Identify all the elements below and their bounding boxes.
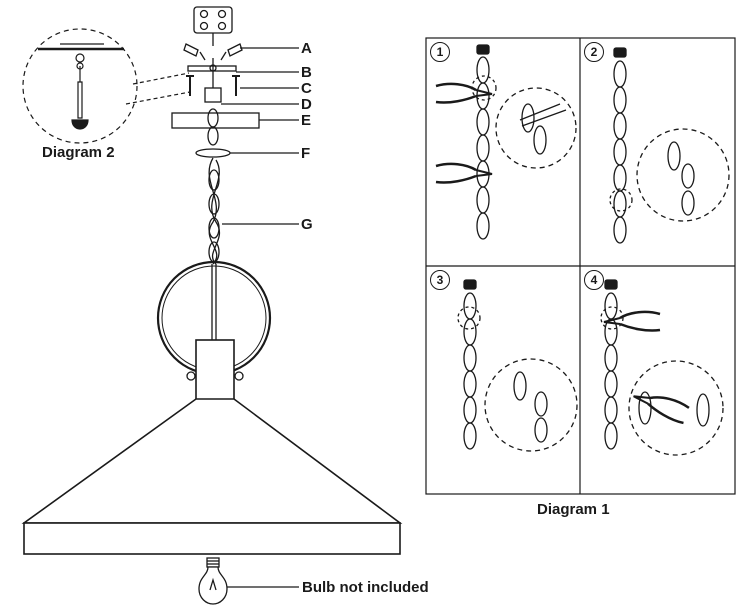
label-c: C	[301, 80, 312, 97]
canopy-ring	[195, 148, 231, 158]
socket-housing	[186, 339, 244, 401]
leader-lines	[125, 47, 299, 588]
lightbulb-icon	[198, 557, 228, 605]
label-b: B	[301, 64, 312, 81]
label-e: E	[301, 112, 312, 129]
label-g: G	[301, 216, 313, 233]
diagram-1-drawings	[434, 44, 730, 456]
upper-chain	[207, 108, 219, 146]
wire-nuts	[183, 43, 243, 61]
step-2-badge: 2	[584, 42, 604, 62]
label-a: A	[301, 40, 312, 57]
label-f: F	[301, 145, 311, 162]
caption-diagram-2: Diagram 2	[42, 144, 115, 161]
caption-diagram-1: Diagram 1	[537, 501, 610, 518]
threaded-nipple	[204, 87, 222, 103]
step-4-badge: 4	[584, 270, 604, 290]
diagram-1-grid	[425, 37, 736, 495]
shade	[21, 398, 403, 555]
step-3-badge: 3	[430, 270, 450, 290]
chain	[208, 157, 221, 265]
step-1-badge: 1	[430, 42, 450, 62]
mounting-screws	[186, 75, 240, 96]
detail-circle-diagram-2	[22, 28, 138, 144]
chain-link-icon	[434, 44, 577, 240]
pendant-assembly	[21, 6, 403, 605]
caption-bulb-not-included: Bulb not included	[302, 579, 429, 596]
label-d: D	[301, 96, 312, 113]
junction-box	[193, 6, 233, 46]
crossbar	[187, 58, 237, 88]
